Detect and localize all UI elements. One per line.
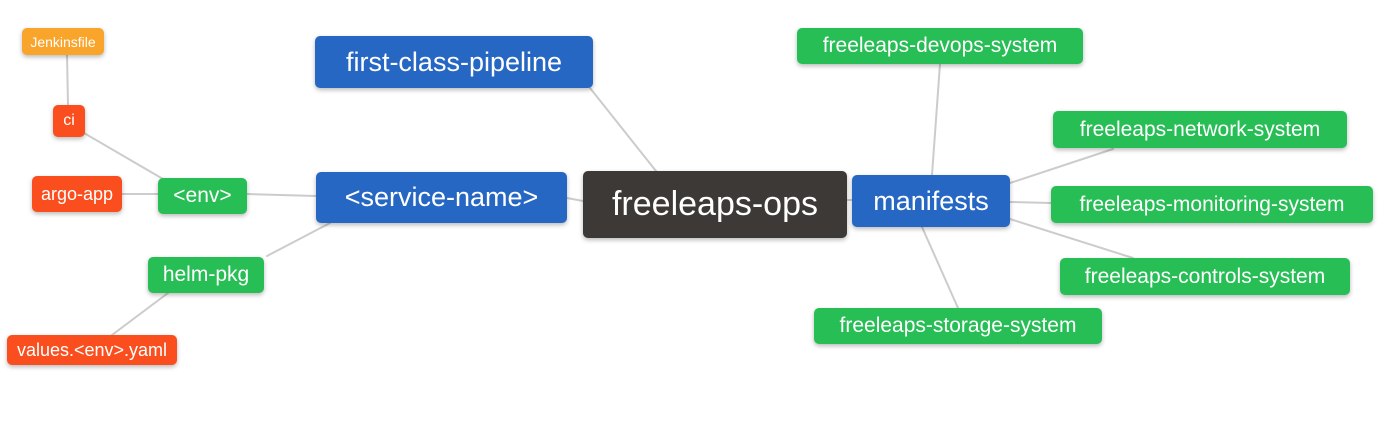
mindmap-node-values-env-yaml[interactable]: values.<env>.yaml (7, 335, 177, 365)
mindmap-node-label: Jenkinsfile (30, 33, 96, 50)
mindmap-node-label: argo-app (40, 183, 114, 204)
mindmap-node-label: ci (63, 112, 75, 129)
mindmap-node-manifests[interactable]: manifests (852, 175, 1010, 227)
mindmap-node-label: <env> (173, 184, 232, 207)
edge-env-to-service-name (246, 193, 317, 197)
edge-helm-pkg-to-service-name (266, 222, 331, 257)
mindmap-node-jenkinsfile[interactable]: Jenkinsfile (22, 28, 104, 55)
mindmap-node-label: freeleaps-controls-system (1084, 264, 1326, 288)
mindmap-node-ci[interactable]: ci (53, 105, 85, 137)
mindmap-node-label: freeleaps-storage-system (839, 314, 1077, 337)
mindmap-node-env[interactable]: <env> (158, 178, 247, 214)
mindmap-node-freeleaps-storage-system[interactable]: freeleaps-storage-system (814, 308, 1102, 344)
mindmap-node-argo-app[interactable]: argo-app (32, 176, 122, 212)
mindmap-node-freeleaps-devops-system[interactable]: freeleaps-devops-system (797, 28, 1083, 64)
mindmap-node-freeleaps-controls-system[interactable]: freeleaps-controls-system (1060, 258, 1350, 295)
mindmap-node-label: freeleaps-devops-system (822, 34, 1058, 57)
edge-first-class-pipeline-to-freeleaps-ops (589, 87, 657, 172)
mindmap-node-freeleaps-monitoring-system[interactable]: freeleaps-monitoring-system (1051, 186, 1373, 223)
edge-ci-to-env (83, 132, 164, 180)
mindmap-node-helm-pkg[interactable]: helm-pkg (148, 257, 264, 293)
edge-manifests-to-freeleaps-storage-system (921, 226, 959, 309)
mindmap-node-label: helm-pkg (162, 263, 250, 286)
edge-manifests-to-freeleaps-devops-system (931, 63, 941, 176)
mindmap-node-label: <service-name> (344, 182, 539, 212)
edge-manifests-to-freeleaps-controls-system (1009, 218, 1134, 259)
edge-jenkinsfile-to-ci (66, 54, 69, 106)
mindmap-node-service-name[interactable]: <service-name> (316, 172, 567, 223)
edge-values-env-yaml-to-helm-pkg (111, 292, 169, 336)
mindmap-node-freeleaps-network-system[interactable]: freeleaps-network-system (1053, 111, 1347, 148)
mindmap-node-label: first-class-pipeline (345, 46, 563, 77)
edge-manifests-to-freeleaps-network-system (1009, 148, 1114, 184)
edge-manifests-to-freeleaps-monitoring-system (1009, 201, 1052, 204)
edge-service-name-to-freeleaps-ops (566, 197, 584, 202)
mindmap-node-freeleaps-ops[interactable]: freeleaps-ops (583, 171, 847, 238)
mindmap-node-label: freeleaps-network-system (1079, 117, 1321, 141)
mindmap-node-label: freeleaps-ops (611, 185, 818, 223)
mindmap-node-first-class-pipeline[interactable]: first-class-pipeline (315, 36, 593, 88)
mindmap-node-label: manifests (873, 185, 989, 216)
mindmap-node-label: values.<env>.yaml (16, 339, 168, 360)
mindmap-node-label: freeleaps-monitoring-system (1079, 192, 1345, 216)
